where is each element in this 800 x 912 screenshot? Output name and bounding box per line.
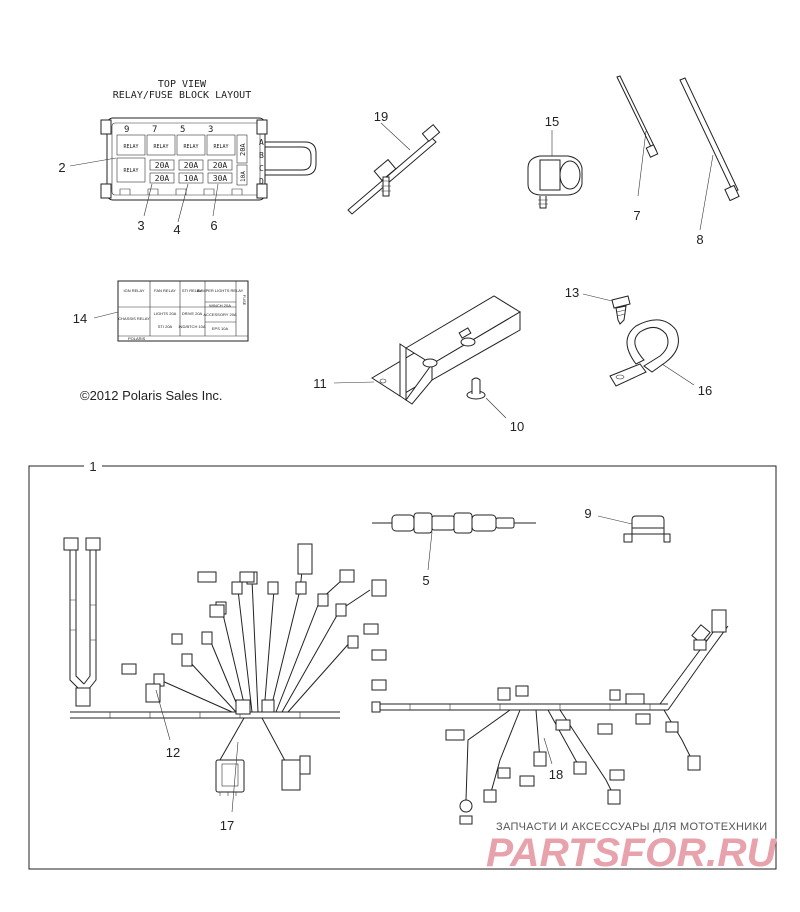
screw: 13 (565, 285, 631, 325)
svg-text:20A: 20A (155, 174, 170, 183)
inline-connector: 5 (372, 512, 536, 588)
svg-text:30A: 30A (213, 174, 228, 183)
svg-text:RELAY: RELAY (123, 168, 138, 174)
cable-tie-8: 8 (679, 77, 740, 247)
callout-7: 7 (633, 208, 640, 223)
svg-text:RELAY: RELAY (213, 144, 228, 150)
callout-4: 4 (173, 222, 180, 237)
svg-text:RELAY: RELAY (153, 144, 168, 150)
svg-text:IGN RELAY: IGN RELAY (123, 288, 144, 293)
watermark-logo: PARTSFOR.RU (486, 831, 777, 875)
svg-text:LIGHTS 20A: LIGHTS 20A (154, 311, 177, 316)
copyright-text: ©2012 Polaris Sales Inc. (80, 388, 223, 403)
svg-text:CHASSIS RELAY: CHASSIS RELAY (118, 316, 150, 321)
relay-slot (116, 157, 146, 183)
svg-text:A: A (259, 138, 264, 147)
svg-text:ACCESSORY 20A: ACCESSORY 20A (203, 312, 237, 317)
callout-17: 17 (220, 818, 234, 833)
svg-text:10A: 10A (184, 174, 199, 183)
fuse-slot (207, 172, 233, 184)
cable-tie-7: 7 (616, 75, 659, 223)
fuse-slot (178, 159, 204, 171)
callout-6: 6 (210, 218, 217, 233)
svg-text:20A: 20A (184, 161, 199, 170)
callout-9: 9 (584, 506, 591, 521)
cable-tie-push-mount: 19 (347, 109, 441, 215)
block-body (106, 117, 266, 201)
relay-slot (116, 134, 146, 156)
callout-13: 13 (565, 285, 579, 300)
relay-bracket: 11 (313, 295, 521, 405)
svg-text:EPS 10A: EPS 10A (212, 326, 229, 331)
svg-text:POLARIS: POLARIS (128, 336, 146, 341)
svg-text:STI RELAY: STI RELAY (182, 288, 202, 293)
callout-12: 12 (166, 745, 180, 760)
block-heading-1: TOP VIEW (158, 79, 207, 90)
svg-text:WINCH 20A: WINCH 20A (209, 303, 231, 308)
cavity-number: 7 (152, 125, 157, 135)
block-strap (258, 141, 317, 176)
relay-slot (146, 134, 176, 156)
svg-text:20A: 20A (155, 161, 170, 170)
callout-2: 2 (58, 160, 65, 175)
watermark: ЗАПЧАСТИ И АКСЕССУАРЫ ДЛЯ МОТОТЕХНИКИ PA… (486, 821, 777, 875)
cavity-number: 9 (124, 125, 129, 135)
svg-text:RELAY: RELAY (123, 144, 138, 150)
svg-text:STI 20A: STI 20A (158, 324, 173, 329)
cavity-number: 5 (180, 125, 185, 135)
harness-right: 18 (371, 609, 729, 825)
svg-text:FUSE: FUSE (242, 295, 247, 306)
callout-14: 14 (73, 311, 87, 326)
svg-text:FAN RELAY: FAN RELAY (154, 288, 176, 293)
svg-text:DRIVE 20A: DRIVE 20A (182, 311, 203, 316)
edge-clip: 15 (527, 114, 583, 209)
svg-text:20A: 20A (213, 161, 228, 170)
callout-16: 16 (698, 383, 712, 398)
callout-18: 18 (549, 767, 563, 782)
fuse-slot (149, 159, 175, 171)
svg-text:C: C (259, 164, 264, 173)
cavity-number: 3 (208, 125, 213, 135)
watermark-tagline: ЗАПЧАСТИ И АКСЕССУАРЫ ДЛЯ МОТОТЕХНИКИ (496, 821, 767, 833)
callout-3: 3 (137, 218, 144, 233)
fuse-slot (178, 172, 204, 184)
svg-text:IND/BTCH 10A: IND/BTCH 10A (178, 324, 205, 329)
relay-fuse-block: TOP VIEW RELAY/FUSE BLOCK LAYOUT 9 7 5 3… (58, 79, 317, 237)
callout-15: 15 (545, 114, 559, 129)
push-pin: 10 (466, 377, 524, 434)
connector-cap: 9 (584, 506, 671, 543)
callout-19: 19 (374, 109, 388, 124)
svg-text:20A: 20A (239, 143, 247, 156)
svg-text:D: D (259, 177, 264, 186)
fuse-label-decal: IGN RELAY FAN RELAY STI RELAY BUMPER LIG… (73, 280, 249, 342)
callout-1: 1 (89, 459, 96, 474)
svg-text:10A: 10A (240, 171, 247, 182)
block-heading-2: RELAY/FUSE BLOCK LAYOUT (113, 90, 251, 101)
relay-slot (206, 134, 236, 156)
harness-left: 17 12 (63, 537, 387, 833)
svg-text:BUMPER LIGHTS RELAY: BUMPER LIGHTS RELAY (197, 288, 244, 293)
p-clamp: 16 (609, 319, 712, 398)
relay-slot (176, 134, 206, 156)
fuse-slot (149, 172, 175, 184)
callout-10: 10 (510, 419, 524, 434)
callout-11: 11 (313, 376, 327, 391)
fuse-slot (207, 159, 233, 171)
svg-text:B: B (259, 151, 264, 160)
harness-frame: 1 (28, 459, 777, 870)
callout-5: 5 (422, 573, 429, 588)
svg-text:RELAY: RELAY (183, 144, 198, 150)
callout-8: 8 (696, 232, 703, 247)
